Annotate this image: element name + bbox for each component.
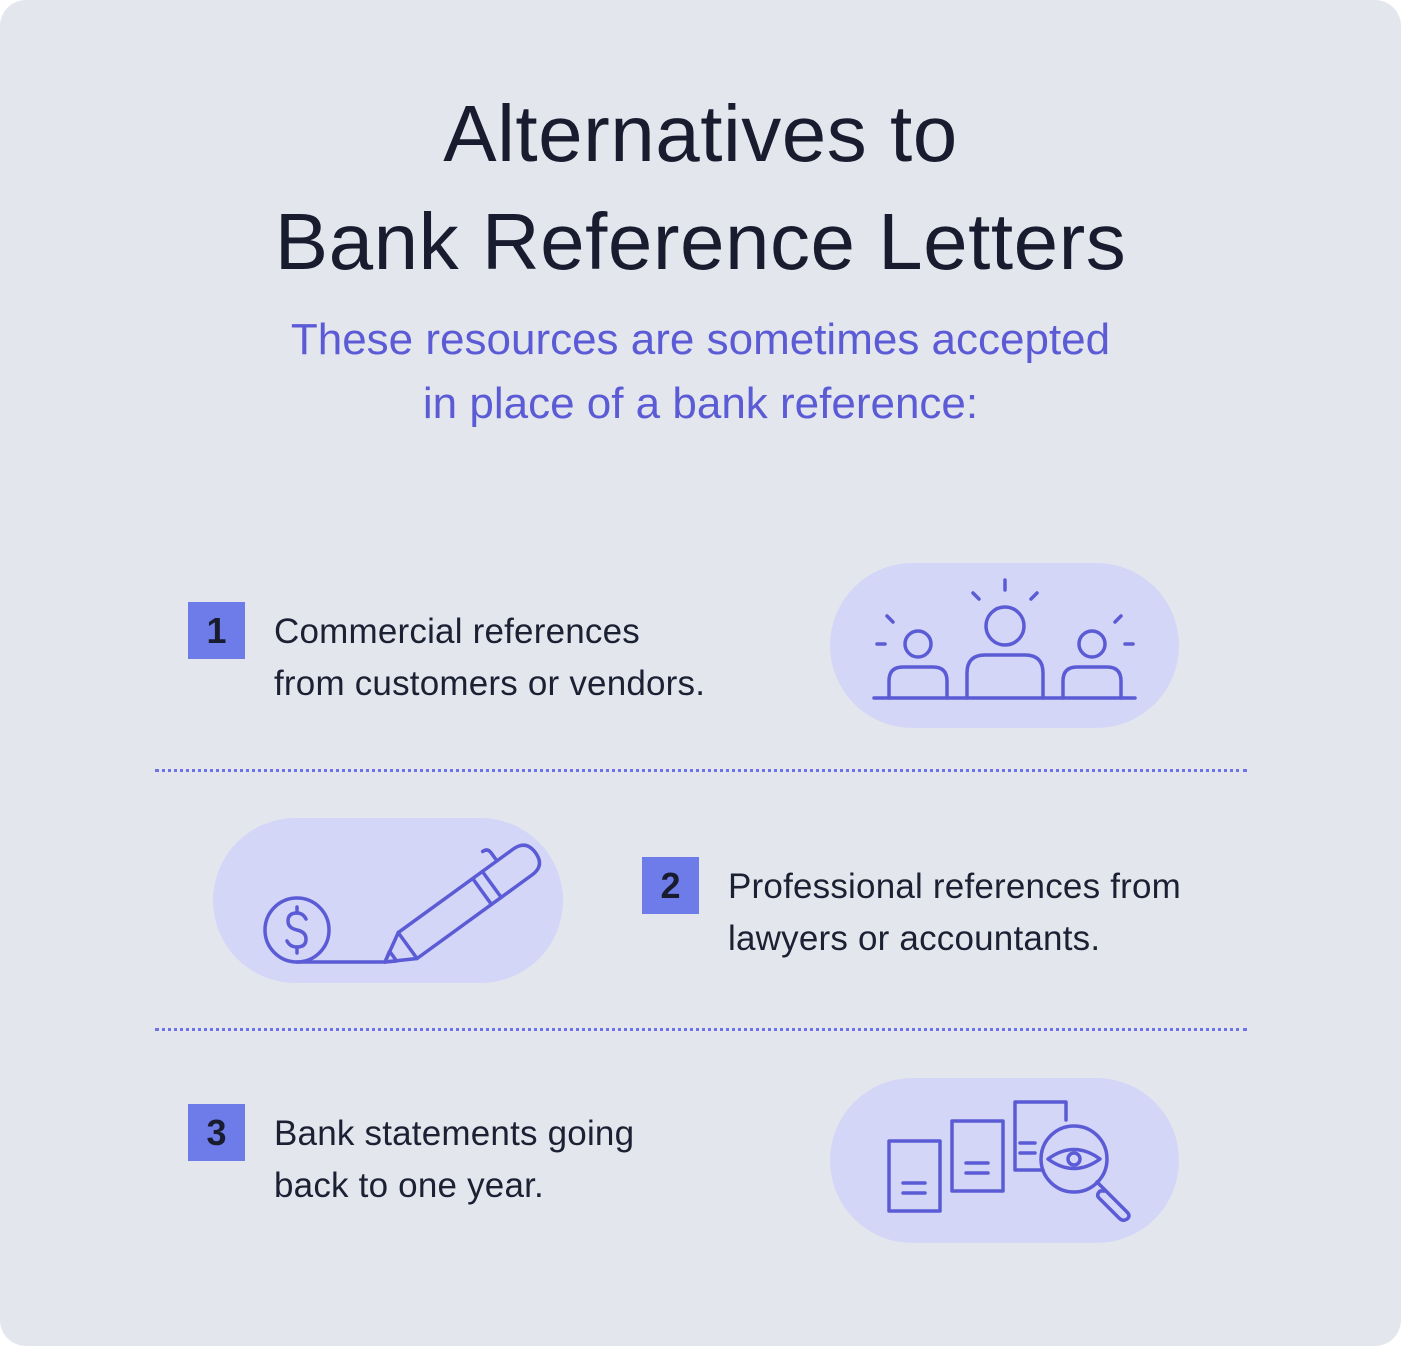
item-3-illustration (830, 1078, 1179, 1243)
divider-1 (155, 769, 1247, 772)
item-2-line-1: Professional references from (728, 867, 1182, 906)
item-1-illustration (830, 563, 1179, 728)
item-3-text: Bank statements going back to one year. (274, 1108, 634, 1212)
item-1-text: Commercial references from customers or … (274, 606, 705, 710)
pen-signature-dollar-icon (263, 843, 542, 964)
title-line-2: Bank Reference Letters (274, 197, 1127, 286)
page-title: Alternatives to Bank Reference Letters (0, 80, 1401, 296)
item-1-line-2: from customers or vendors. (274, 664, 706, 703)
item-1-line-1: Commercial references (274, 612, 640, 651)
item-3-line-1: Bank statements going (274, 1114, 635, 1153)
documents-magnifier-icon (887, 1100, 1131, 1223)
item-3-number-badge: 3 (188, 1104, 245, 1161)
title-line-1: Alternatives to (443, 89, 958, 178)
item-1-number-badge: 1 (188, 602, 245, 659)
subtitle: These resources are sometimes accepted i… (0, 308, 1401, 436)
item-2-text: Professional references from lawyers or … (728, 861, 1181, 965)
people-icon (872, 578, 1137, 700)
item-3-line-2: back to one year. (274, 1166, 544, 1205)
subtitle-line-1: These resources are sometimes accepted (290, 315, 1111, 364)
divider-2 (155, 1028, 1247, 1031)
subtitle-line-2: in place of a bank reference: (422, 379, 979, 428)
item-2-illustration (213, 818, 563, 983)
item-2-line-2: lawyers or accountants. (728, 919, 1101, 958)
item-2-number-badge: 2 (642, 857, 699, 914)
